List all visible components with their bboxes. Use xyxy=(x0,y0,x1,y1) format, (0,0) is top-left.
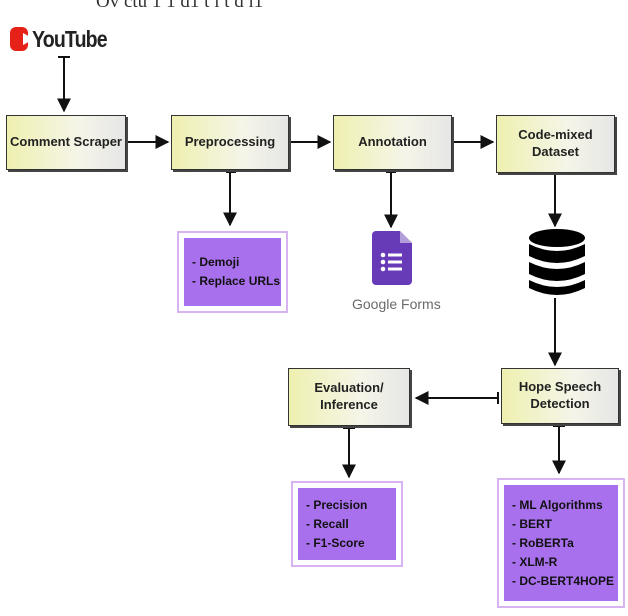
youtube-logo: YouTube xyxy=(10,24,120,54)
youtube-play-icon xyxy=(10,27,35,51)
node-annotation-label: Annotation xyxy=(358,134,427,150)
models-fill: - ML Algorithms - BERT - RoBERTa - XLM-R… xyxy=(504,485,618,601)
list-item: - RoBERTa xyxy=(512,535,574,550)
list-item: - F1-Score xyxy=(306,535,365,550)
node-preprocessing: Preprocessing xyxy=(171,115,289,170)
node-annotation: Annotation xyxy=(333,115,452,170)
evaluation-metrics-fill: - Precision - Recall - F1-Score xyxy=(298,488,396,560)
list-item: - ML Algorithms xyxy=(512,497,603,512)
node-hope-speech-label: Hope Speech Detection xyxy=(518,379,602,411)
node-evaluation-inference: Evaluation/ Inference xyxy=(288,368,410,426)
list-item: - Precision xyxy=(306,497,368,512)
node-hope-speech-detection: Hope Speech Detection xyxy=(501,368,619,424)
cropped-caption-fragment: Ov ctu 1 1 d1 t l t d l1 xyxy=(96,0,264,12)
google-forms-label: Google Forms xyxy=(352,296,441,312)
google-forms-icon xyxy=(372,231,412,285)
node-comment-scraper: Comment Scraper xyxy=(6,115,126,170)
list-item: - Demoji xyxy=(192,255,240,269)
list-item: - BERT xyxy=(512,516,552,531)
database-icon xyxy=(529,229,585,295)
list-item: - Replace URLs xyxy=(192,274,281,288)
node-dataset-label: Code-mixed Dataset xyxy=(518,127,593,159)
node-evaluation-label: Evaluation/ Inference xyxy=(314,380,384,412)
list-item: - XLM-R xyxy=(512,554,558,569)
preprocessing-steps-list: - Demoji - Replace URLs xyxy=(177,231,288,313)
evaluation-metrics-list: - Precision - Recall - F1-Score xyxy=(291,481,403,567)
node-comment-scraper-label: Comment Scraper xyxy=(10,134,122,150)
youtube-wordmark: YouTube xyxy=(32,25,108,52)
preprocessing-steps-fill: - Demoji - Replace URLs xyxy=(184,238,281,306)
list-item: - Recall xyxy=(306,516,349,531)
list-item: - DC-BERT4HOPE xyxy=(512,573,615,588)
models-list: - ML Algorithms - BERT - RoBERTa - XLM-R… xyxy=(497,478,625,608)
node-code-mixed-dataset: Code-mixed Dataset xyxy=(496,115,615,173)
node-preprocessing-label: Preprocessing xyxy=(184,134,276,150)
